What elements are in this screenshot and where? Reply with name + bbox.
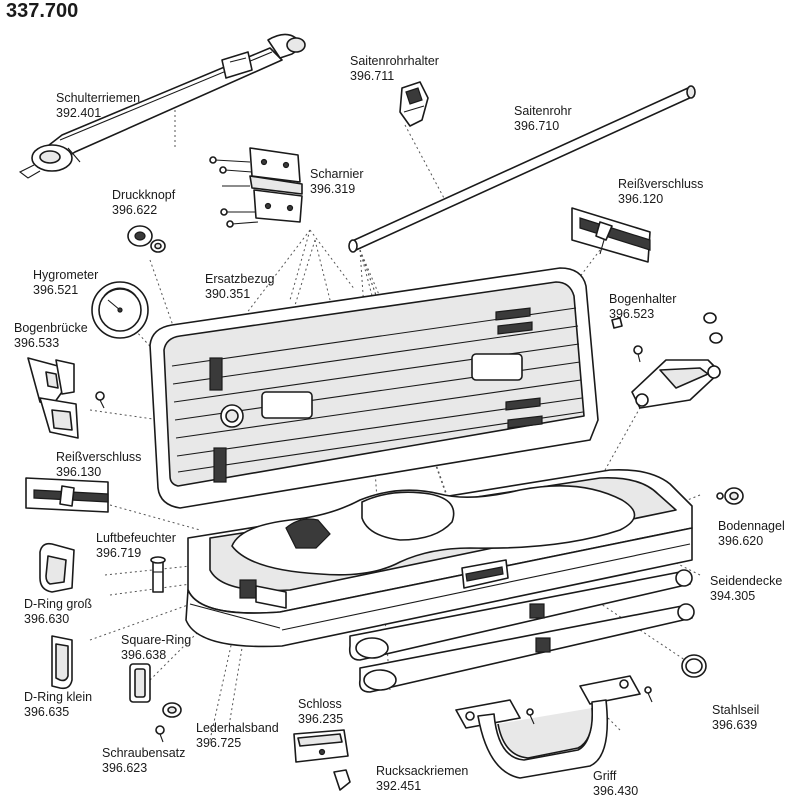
d-ring-small: [51, 635, 73, 690]
lock: [293, 729, 351, 791]
label-code: 396.635: [24, 705, 70, 719]
label-name: Rucksackriemen: [376, 764, 469, 778]
label-code: 396.725: [196, 736, 242, 750]
label-bodennagel: Bodennagel 396.620: [718, 519, 785, 549]
label-code: 396.711: [350, 69, 395, 83]
label-code: 394.305: [710, 589, 756, 603]
label-name: Scharnier: [310, 167, 364, 181]
label-name: Square-Ring: [121, 633, 192, 647]
zipper-top: [571, 207, 651, 263]
label-hygrometer: Hygrometer 396.521: [33, 268, 98, 298]
zipper-left: [25, 477, 109, 513]
label-bogenbruecke: Bogenbrücke 396.533: [14, 321, 88, 351]
floor-nail: [716, 487, 744, 505]
hygrometer: [91, 281, 149, 339]
label-code: 396.719: [96, 546, 142, 560]
label-saitenrohr: Saitenrohr 396.710: [514, 104, 572, 134]
label-name: Reißverschluss: [56, 450, 142, 464]
label-name: Hygrometer: [33, 268, 99, 282]
violin-case: [149, 267, 693, 648]
label-reissverschluss-top: Reißverschluss 396.120: [618, 177, 703, 207]
backpack-straps: [348, 569, 695, 693]
bow-holder: [611, 312, 723, 409]
label-seidendecke: Seidendecke 394.305: [710, 574, 782, 604]
label-name: Schloss: [298, 697, 342, 711]
label-name: Seidendecke: [710, 574, 783, 588]
label-luftbefeuchter: Luftbefeuchter 396.719: [96, 531, 176, 561]
label-name: D-Ring klein: [24, 690, 93, 704]
label-square-ring: Square-Ring 396.638: [121, 633, 191, 663]
label-rucksackriemen: Rucksackriemen 392.451: [376, 764, 468, 794]
label-code: 396.623: [102, 761, 148, 775]
shoulder-strap: [18, 33, 306, 179]
label-code: 396.319: [310, 182, 356, 196]
label-name: Ersatzbezug: [205, 272, 275, 286]
label-code: 396.430: [593, 784, 639, 798]
label-bogenhalter: Bogenhalter 396.523: [609, 292, 676, 322]
label-name: Druckknopf: [112, 188, 176, 202]
label-d-ring-gross: D-Ring groß 396.630: [24, 597, 92, 627]
label-code: 396.622: [112, 203, 158, 217]
label-schloss: Schloss 396.235: [298, 697, 343, 727]
string-tube: [348, 85, 696, 253]
label-lederhalsband: Lederhalsband 396.725: [196, 721, 279, 751]
label-name: D-Ring groß: [24, 597, 93, 611]
label-schulterriemen: Schulterriemen 392.401: [56, 91, 140, 121]
label-code: 392.451: [376, 779, 422, 793]
label-ersatzbezug: Ersatzbezug 390.351: [205, 272, 274, 302]
label-name: Reißverschluss: [618, 177, 704, 191]
push-button: [127, 225, 166, 253]
label-druckknopf: Druckknopf 396.622: [112, 188, 175, 218]
label-code: 396.235: [298, 712, 344, 726]
label-griff: Griff 396.430: [593, 769, 638, 799]
label-name: Saitenrohr: [514, 104, 572, 118]
label-code: 396.130: [56, 465, 102, 479]
label-name: Lederhalsband: [196, 721, 279, 735]
label-stahlseil: Stahlseil 396.639: [712, 703, 759, 733]
bow-bridge: [27, 357, 79, 439]
label-saitenrohrhalter: Saitenrohrhalter 396.711: [350, 54, 439, 84]
label-scharnier: Scharnier 396.319: [310, 167, 364, 197]
label-code: 396.523: [609, 307, 655, 321]
label-name: Saitenrohrhalter: [350, 54, 439, 68]
label-schraubensatz: Schraubensatz 396.623: [102, 746, 185, 776]
label-name: Schulterriemen: [56, 91, 141, 105]
article-number: 337.700: [6, 0, 79, 22]
label-d-ring-klein: D-Ring klein 396.635: [24, 690, 92, 720]
hinge: [209, 147, 303, 228]
handle: [455, 675, 653, 779]
label-code: 392.401: [56, 106, 102, 120]
label-name: Bodennagel: [718, 519, 785, 533]
small-screw-left: [95, 391, 105, 409]
label-reissverschluss-left: Reißverschluss 396.130: [56, 450, 141, 480]
label-name: Schraubensatz: [102, 746, 186, 760]
label-name: Griff: [593, 769, 617, 783]
label-name: Bogenbrücke: [14, 321, 88, 335]
d-ring-large: [39, 542, 75, 593]
label-code: 396.120: [618, 192, 664, 206]
string-tube-holder: [399, 81, 429, 127]
label-code: 396.638: [121, 648, 167, 662]
label-name: Bogenhalter: [609, 292, 677, 306]
humidifier: [150, 556, 166, 593]
label-name: Luftbefeuchter: [96, 531, 176, 545]
label-code: 396.521: [33, 283, 79, 297]
label-code: 390.351: [205, 287, 251, 301]
label-code: 396.710: [514, 119, 560, 133]
label-code: 396.639: [712, 718, 758, 732]
label-code: 396.630: [24, 612, 70, 626]
label-code: 396.533: [14, 336, 60, 350]
label-name: Stahlseil: [712, 703, 760, 717]
screw-set: [155, 702, 182, 743]
label-code: 396.620: [718, 534, 764, 548]
square-ring: [129, 663, 151, 703]
steel-cable: [681, 654, 707, 678]
